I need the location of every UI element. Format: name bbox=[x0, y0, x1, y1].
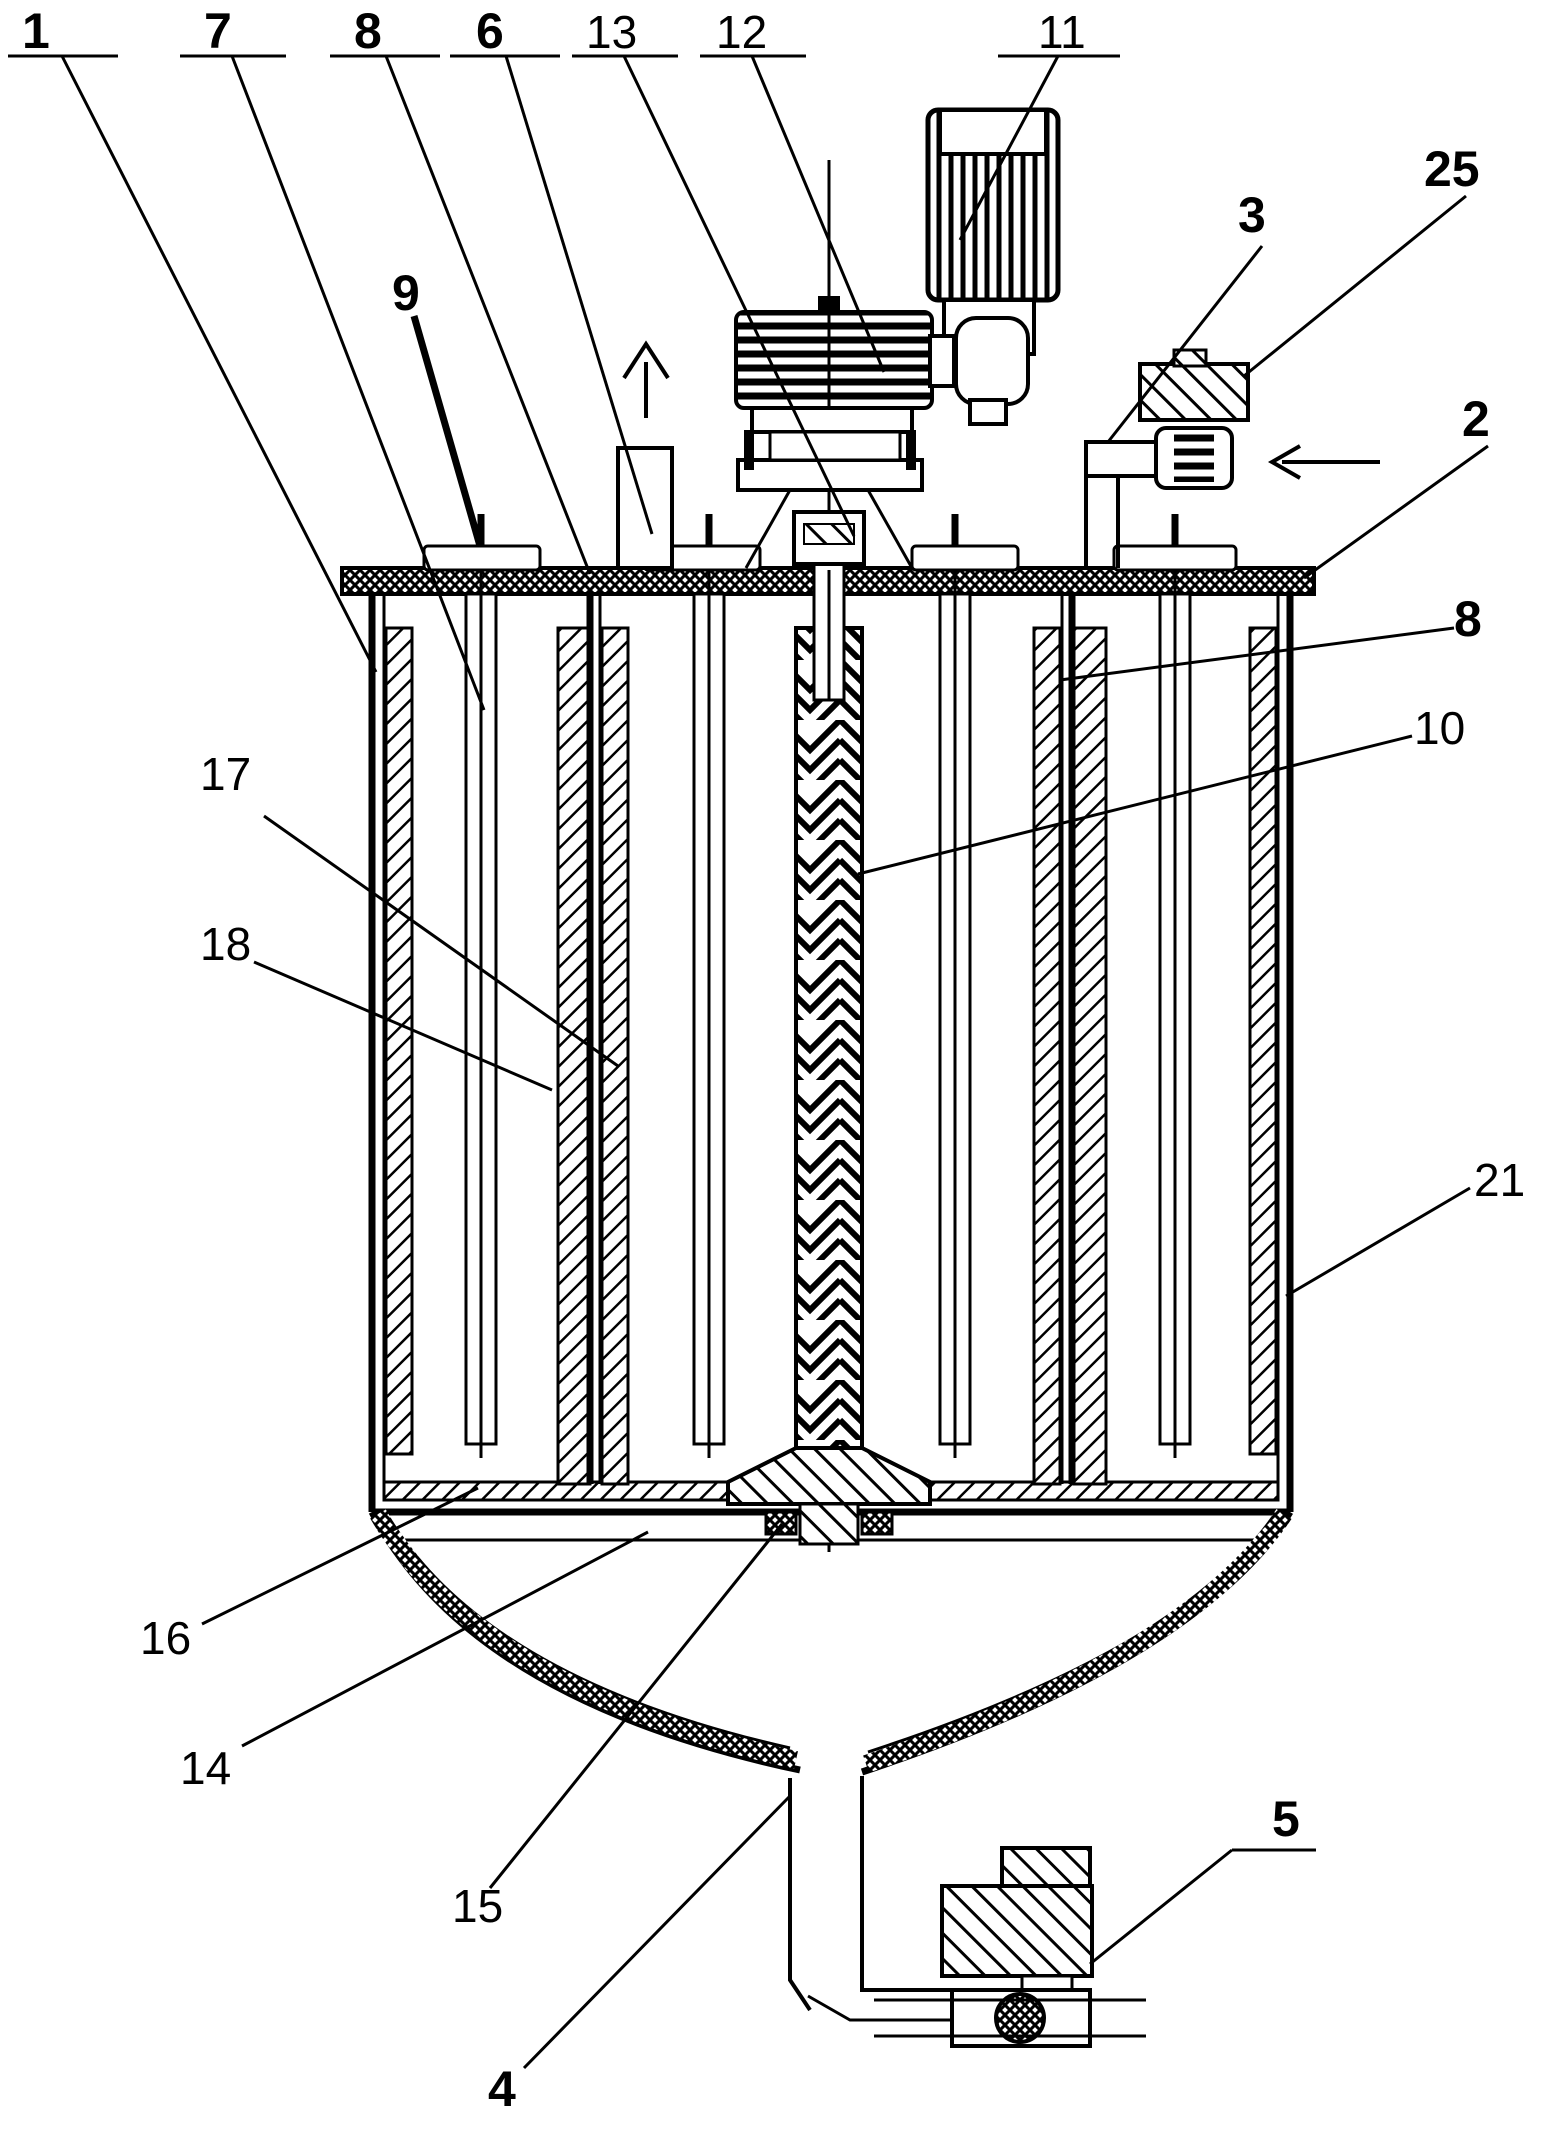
leader-lines bbox=[8, 54, 1489, 2070]
central-column bbox=[726, 558, 932, 1552]
label-13: 13 bbox=[586, 6, 637, 58]
vessel-body bbox=[340, 566, 1316, 1542]
label-9: 9 bbox=[392, 265, 420, 321]
label-8-top: 8 bbox=[354, 3, 382, 59]
label-14: 14 bbox=[180, 1742, 231, 1794]
label-15: 15 bbox=[452, 1880, 503, 1932]
label-6: 6 bbox=[476, 3, 504, 59]
label-1: 1 bbox=[22, 3, 50, 59]
inlet-assembly bbox=[1084, 348, 1380, 568]
actuator-25 bbox=[1138, 362, 1250, 422]
label-16: 16 bbox=[140, 1612, 191, 1664]
cone-bottom bbox=[368, 1509, 1293, 2022]
bearing-15 bbox=[764, 1510, 798, 1536]
label-8-right: 8 bbox=[1454, 591, 1482, 647]
electrode-rods bbox=[422, 514, 1238, 1458]
label-17: 17 bbox=[200, 748, 251, 800]
label-3: 3 bbox=[1238, 187, 1266, 243]
partition-walls bbox=[556, 594, 1108, 1486]
drain-valve-5 bbox=[874, 1846, 1146, 2048]
gearbox-12 bbox=[734, 310, 934, 410]
label-18: 18 bbox=[200, 918, 251, 970]
label-4: 4 bbox=[488, 2061, 516, 2117]
drive-assembly bbox=[734, 107, 1061, 569]
label-7: 7 bbox=[204, 3, 232, 59]
label-11: 11 bbox=[1038, 6, 1086, 58]
part-labels: 1 7 8 6 13 12 11 25 3 2 9 8 10 17 18 21 … bbox=[22, 3, 1525, 2117]
label-21: 21 bbox=[1474, 1154, 1525, 1206]
label-25: 25 bbox=[1424, 141, 1480, 197]
label-2: 2 bbox=[1462, 391, 1490, 447]
label-12: 12 bbox=[716, 6, 767, 58]
label-5: 5 bbox=[1272, 1791, 1300, 1847]
label-10: 10 bbox=[1414, 702, 1465, 754]
outlet-pipe bbox=[616, 340, 674, 570]
